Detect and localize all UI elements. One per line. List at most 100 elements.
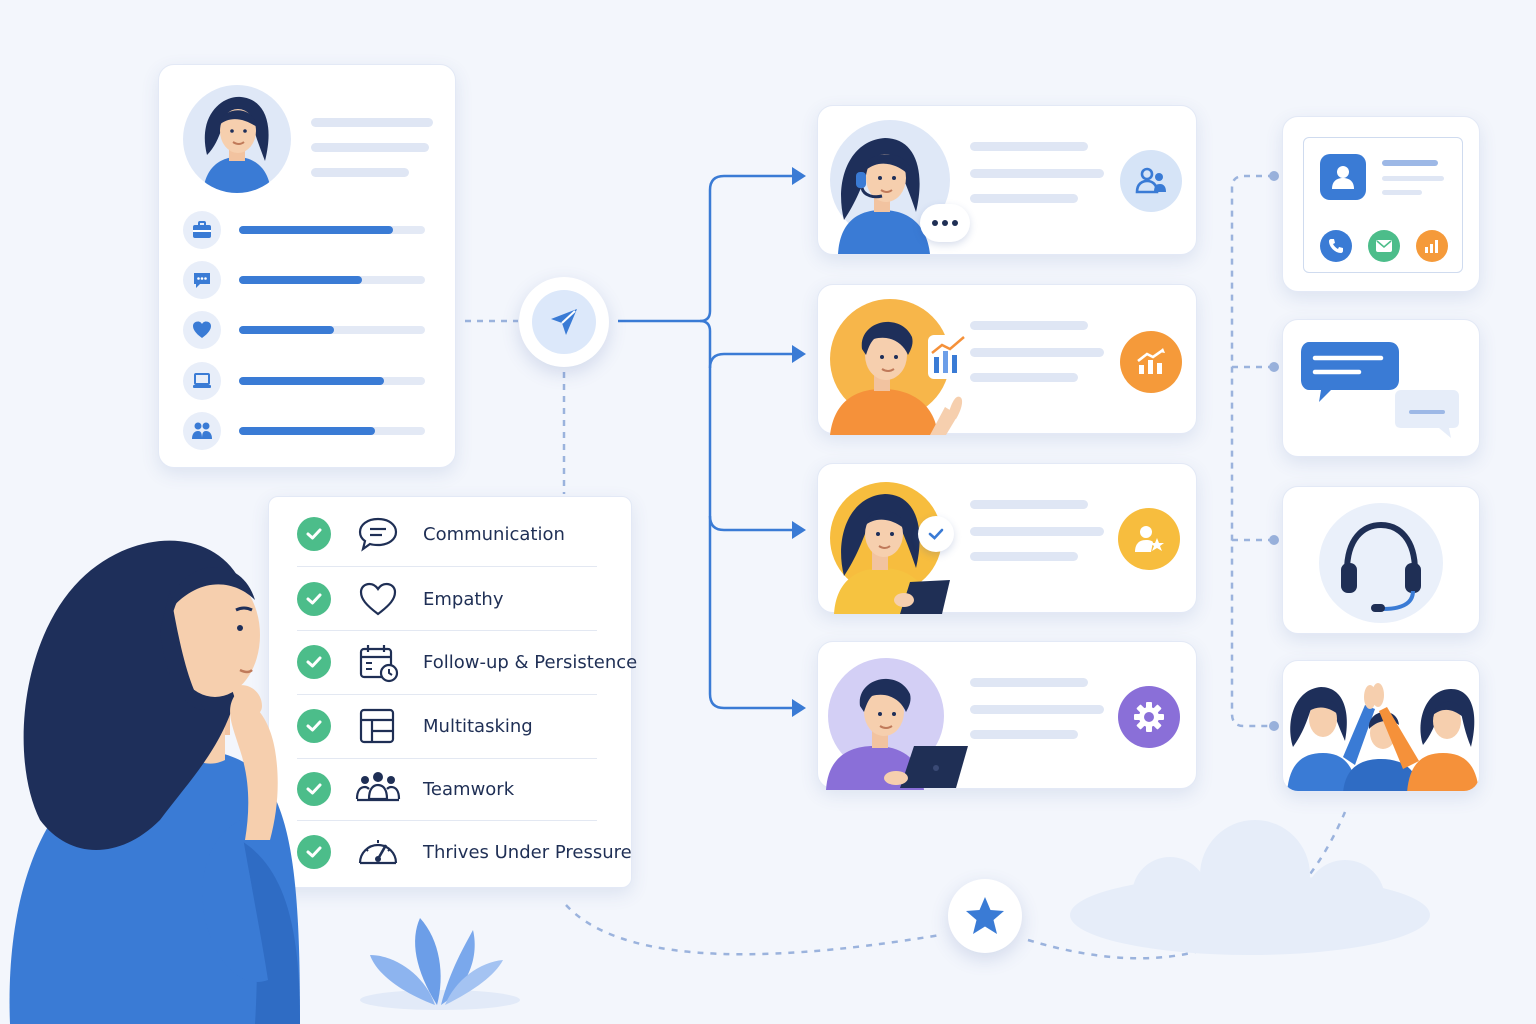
check-icon bbox=[297, 772, 331, 806]
star-icon bbox=[966, 897, 1004, 934]
skill-bar-fill-1 bbox=[239, 226, 394, 234]
team-icon bbox=[183, 412, 221, 450]
skill-bar-4 bbox=[239, 377, 425, 385]
skill-row-multitasking: Multitasking bbox=[297, 701, 597, 751]
check-icon bbox=[297, 645, 331, 679]
cursor-arrow-icon bbox=[551, 309, 577, 335]
speech-bubble-icon bbox=[357, 515, 399, 557]
heart-outline-icon bbox=[357, 580, 399, 622]
phone-icon[interactable] bbox=[1320, 230, 1352, 262]
role-desc-placeholder bbox=[970, 527, 1104, 536]
outcome-card-contact[interactable] bbox=[1282, 116, 1480, 292]
check-icon bbox=[297, 582, 331, 616]
role-card-support-agent[interactable] bbox=[817, 105, 1197, 255]
skills-checklist-card: Communication Empathy Follow-up & Persis… bbox=[268, 496, 637, 888]
plant-decoration bbox=[360, 918, 520, 1010]
profile-card bbox=[158, 64, 456, 468]
skill-bar-1 bbox=[239, 226, 425, 234]
gauge-icon bbox=[355, 831, 401, 875]
skill-label: Teamwork bbox=[423, 778, 515, 800]
skill-row-empathy: Empathy bbox=[297, 574, 597, 624]
mail-icon[interactable] bbox=[1368, 230, 1400, 262]
outcome-card-chat[interactable] bbox=[1282, 319, 1480, 457]
skill-bar-fill-3 bbox=[239, 326, 334, 334]
divider bbox=[297, 630, 597, 631]
role-desc-placeholder bbox=[970, 552, 1078, 561]
analyst-avatar bbox=[830, 297, 980, 435]
skill-row-pressure: Thrives Under Pressure bbox=[297, 827, 632, 877]
role-desc-placeholder bbox=[970, 194, 1078, 203]
heart-icon bbox=[183, 311, 221, 349]
role-desc-placeholder bbox=[970, 169, 1104, 178]
role-card-technical[interactable] bbox=[817, 641, 1197, 790]
outcome-card-team[interactable] bbox=[1282, 660, 1480, 792]
stats-icon[interactable] bbox=[1416, 230, 1448, 262]
hub-inner bbox=[532, 290, 596, 354]
briefcase-icon bbox=[183, 211, 221, 249]
role-desc-placeholder bbox=[970, 348, 1104, 357]
profile-title-placeholder bbox=[311, 143, 429, 152]
divider bbox=[297, 758, 597, 759]
support-agent-avatar bbox=[830, 120, 950, 254]
profile-name-placeholder bbox=[311, 118, 433, 127]
grid-icon bbox=[357, 707, 399, 749]
calendar-clock-icon bbox=[357, 643, 399, 687]
headset-icon bbox=[1319, 503, 1443, 623]
skill-bar-2 bbox=[239, 276, 425, 284]
skill-row-communication: Communication bbox=[297, 509, 597, 559]
skill-bar-3 bbox=[239, 326, 425, 334]
profile-avatar bbox=[183, 85, 291, 193]
check-icon bbox=[297, 517, 331, 551]
star-node[interactable] bbox=[948, 879, 1022, 953]
skill-label: Follow-up & Persistence bbox=[423, 651, 638, 673]
outcome-card-headset[interactable] bbox=[1282, 486, 1480, 634]
skill-bar-fill-5 bbox=[239, 427, 375, 435]
skill-label: Multitasking bbox=[423, 715, 533, 737]
laptop-icon bbox=[183, 362, 221, 400]
skill-row-teamwork: Teamwork bbox=[297, 764, 597, 814]
role-title-placeholder bbox=[970, 321, 1088, 330]
profile-subtitle-placeholder bbox=[311, 168, 409, 177]
skill-label: Communication bbox=[423, 523, 565, 545]
users-icon bbox=[1120, 150, 1182, 212]
cloud-decoration bbox=[1070, 820, 1430, 955]
role-title-placeholder bbox=[970, 678, 1088, 687]
role-card-analyst[interactable] bbox=[817, 284, 1197, 435]
typing-bubble-icon bbox=[920, 204, 970, 242]
growth-chart-icon bbox=[1120, 331, 1182, 393]
skill-bar-fill-2 bbox=[239, 276, 362, 284]
role-title-placeholder bbox=[970, 142, 1088, 151]
contact-name-placeholder bbox=[1382, 160, 1438, 166]
contact-avatar-icon bbox=[1320, 154, 1366, 200]
skill-row-follow-up: Follow-up & Persistence bbox=[297, 637, 637, 687]
tablet-worker-avatar bbox=[830, 476, 970, 614]
gear-icon bbox=[1118, 686, 1180, 748]
user-star-icon bbox=[1118, 508, 1180, 570]
skill-bar-5 bbox=[239, 427, 425, 435]
divider bbox=[297, 820, 597, 821]
role-card-tablet-worker[interactable] bbox=[817, 463, 1197, 614]
thinking-woman-illustration bbox=[9, 540, 300, 1024]
skill-bar-fill-4 bbox=[239, 377, 385, 385]
contact-card-icon bbox=[1303, 137, 1463, 273]
contact-detail-placeholder bbox=[1382, 190, 1422, 195]
high-five-team-icon bbox=[1287, 683, 1479, 791]
role-desc-placeholder bbox=[970, 373, 1078, 382]
divider bbox=[297, 694, 597, 695]
contact-detail-placeholder bbox=[1382, 176, 1444, 181]
laptop-worker-avatar bbox=[824, 656, 974, 790]
chat-bubbles-icon bbox=[1301, 342, 1459, 438]
role-desc-placeholder bbox=[970, 705, 1104, 714]
team-outline-icon bbox=[355, 769, 401, 811]
check-icon bbox=[297, 709, 331, 743]
hub-node[interactable] bbox=[519, 277, 609, 367]
chat-icon bbox=[183, 261, 221, 299]
skill-label: Empathy bbox=[423, 588, 504, 610]
role-desc-placeholder bbox=[970, 730, 1078, 739]
checkmark-badge-icon bbox=[918, 516, 954, 552]
divider bbox=[297, 566, 597, 567]
check-icon bbox=[297, 835, 331, 869]
role-title-placeholder bbox=[970, 500, 1088, 509]
skill-label: Thrives Under Pressure bbox=[423, 841, 632, 863]
